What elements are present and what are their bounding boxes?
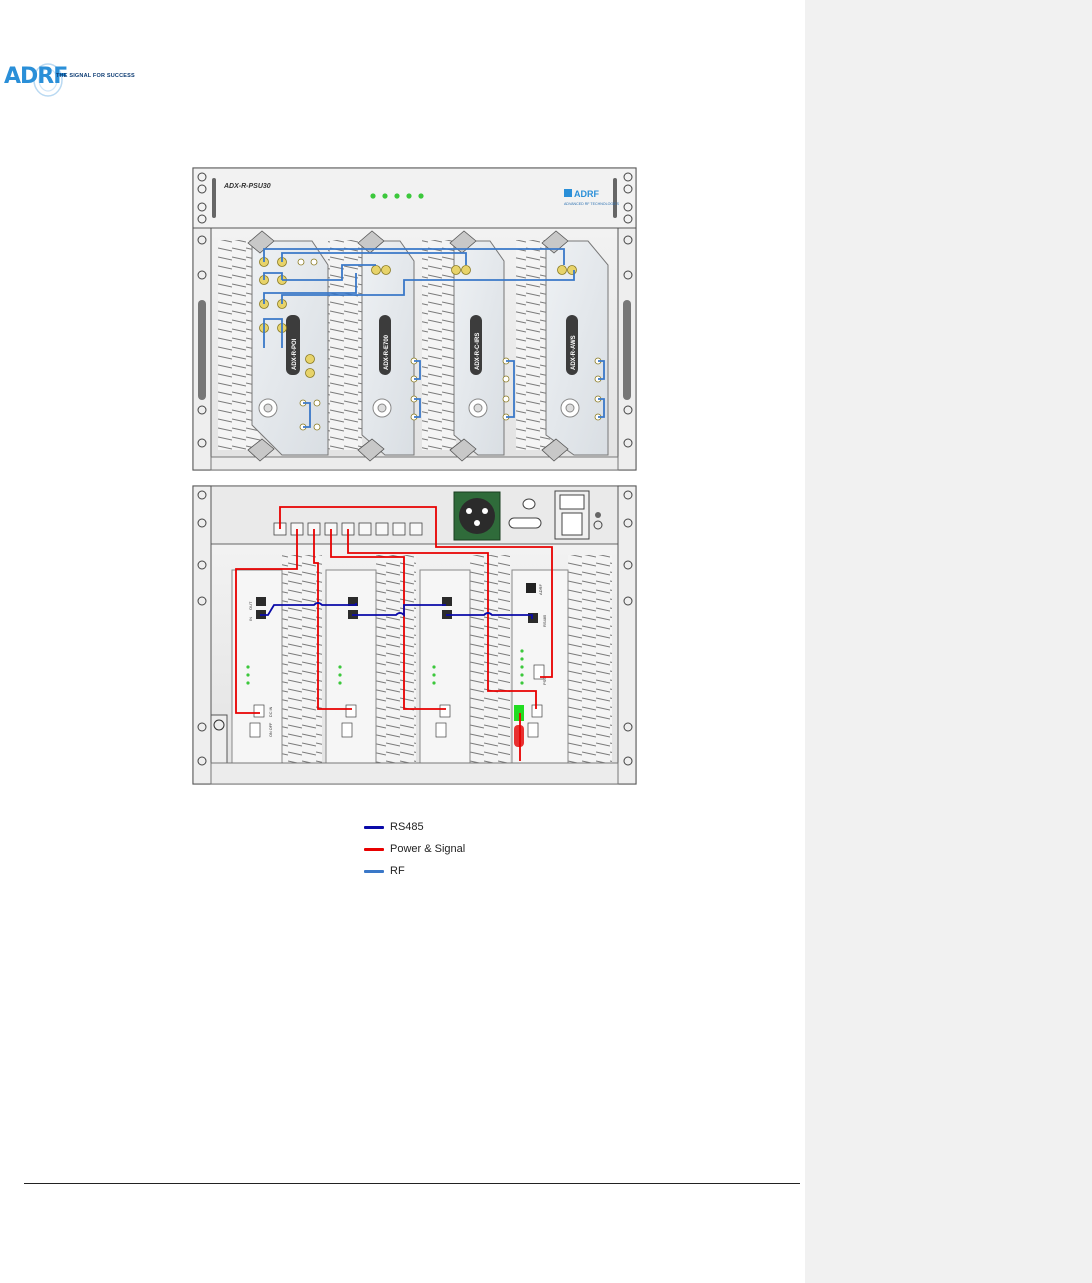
dc-in-label: DC IN [269, 706, 273, 717]
ac-socket-icon [562, 513, 582, 535]
handle-icon [212, 178, 216, 218]
system-wiring-diagram: ADX-R-PSU30 ADRF ADVANCED RF TECHNOLOGIE… [190, 165, 640, 790]
legend-swatch-power-signal [364, 848, 384, 851]
module-label-c-irs: ADX-R-C-IRS [475, 333, 481, 370]
module-aws: ADX-R-AWS [546, 241, 608, 455]
legend-label-rs485: RS485 [390, 821, 424, 833]
rs485-port-label: RS485 [542, 614, 547, 627]
module-label-aws: ADX-R-AWS [571, 335, 577, 370]
wiring-legend: RS485 Power & Signal RF [364, 816, 465, 882]
power-inlet-icon [459, 498, 495, 534]
upper-brand-badge: ADRF [574, 189, 599, 199]
upper-shelf-model: ADX-R-PSU30 [223, 183, 271, 190]
logo-tagline: THE SIGNAL FOR SUCCESS [56, 73, 135, 79]
legend-label-power-signal: Power & Signal [390, 843, 465, 855]
legend-item-rf: RF [364, 860, 465, 882]
upper-shelf: ADX-R-PSU30 ADRF ADVANCED RF TECHNOLOGIE… [193, 168, 636, 470]
comment-margin [805, 0, 1092, 1283]
lower-brand-mark: ADRF [538, 584, 543, 595]
legend-label-rf: RF [390, 865, 405, 877]
port-label-in: IN [248, 617, 253, 621]
legend-swatch-rf [364, 870, 384, 873]
module-label-e700: ADX-R-E700 [384, 334, 390, 370]
adrf-logo: ADRF THE SIGNAL FOR SUCCESS [0, 56, 150, 100]
power-switch-icon [560, 495, 584, 509]
module-label-poi: ADX-R-POI [292, 338, 298, 370]
footer-rule [24, 1183, 800, 1184]
upper-brand-badge-sub: ADVANCED RF TECHNOLOGIES [564, 202, 620, 206]
legend-swatch-rs485 [364, 826, 384, 829]
handle-icon [613, 178, 617, 218]
switch-label-on-off: ON OFF [269, 722, 273, 737]
legend-item-power-signal: Power & Signal [364, 838, 465, 860]
module-c-irs: ADX-R-C-IRS [454, 241, 504, 455]
lower-shelf: OUT IN ADRF RS485 PSU ON OFF DC [193, 486, 636, 784]
legend-item-rs485: RS485 [364, 816, 465, 838]
brand-badge-icon [564, 189, 572, 197]
document-page: ADRF THE SIGNAL FOR SUCCESS [0, 0, 805, 1283]
port-label-out: OUT [248, 601, 253, 610]
